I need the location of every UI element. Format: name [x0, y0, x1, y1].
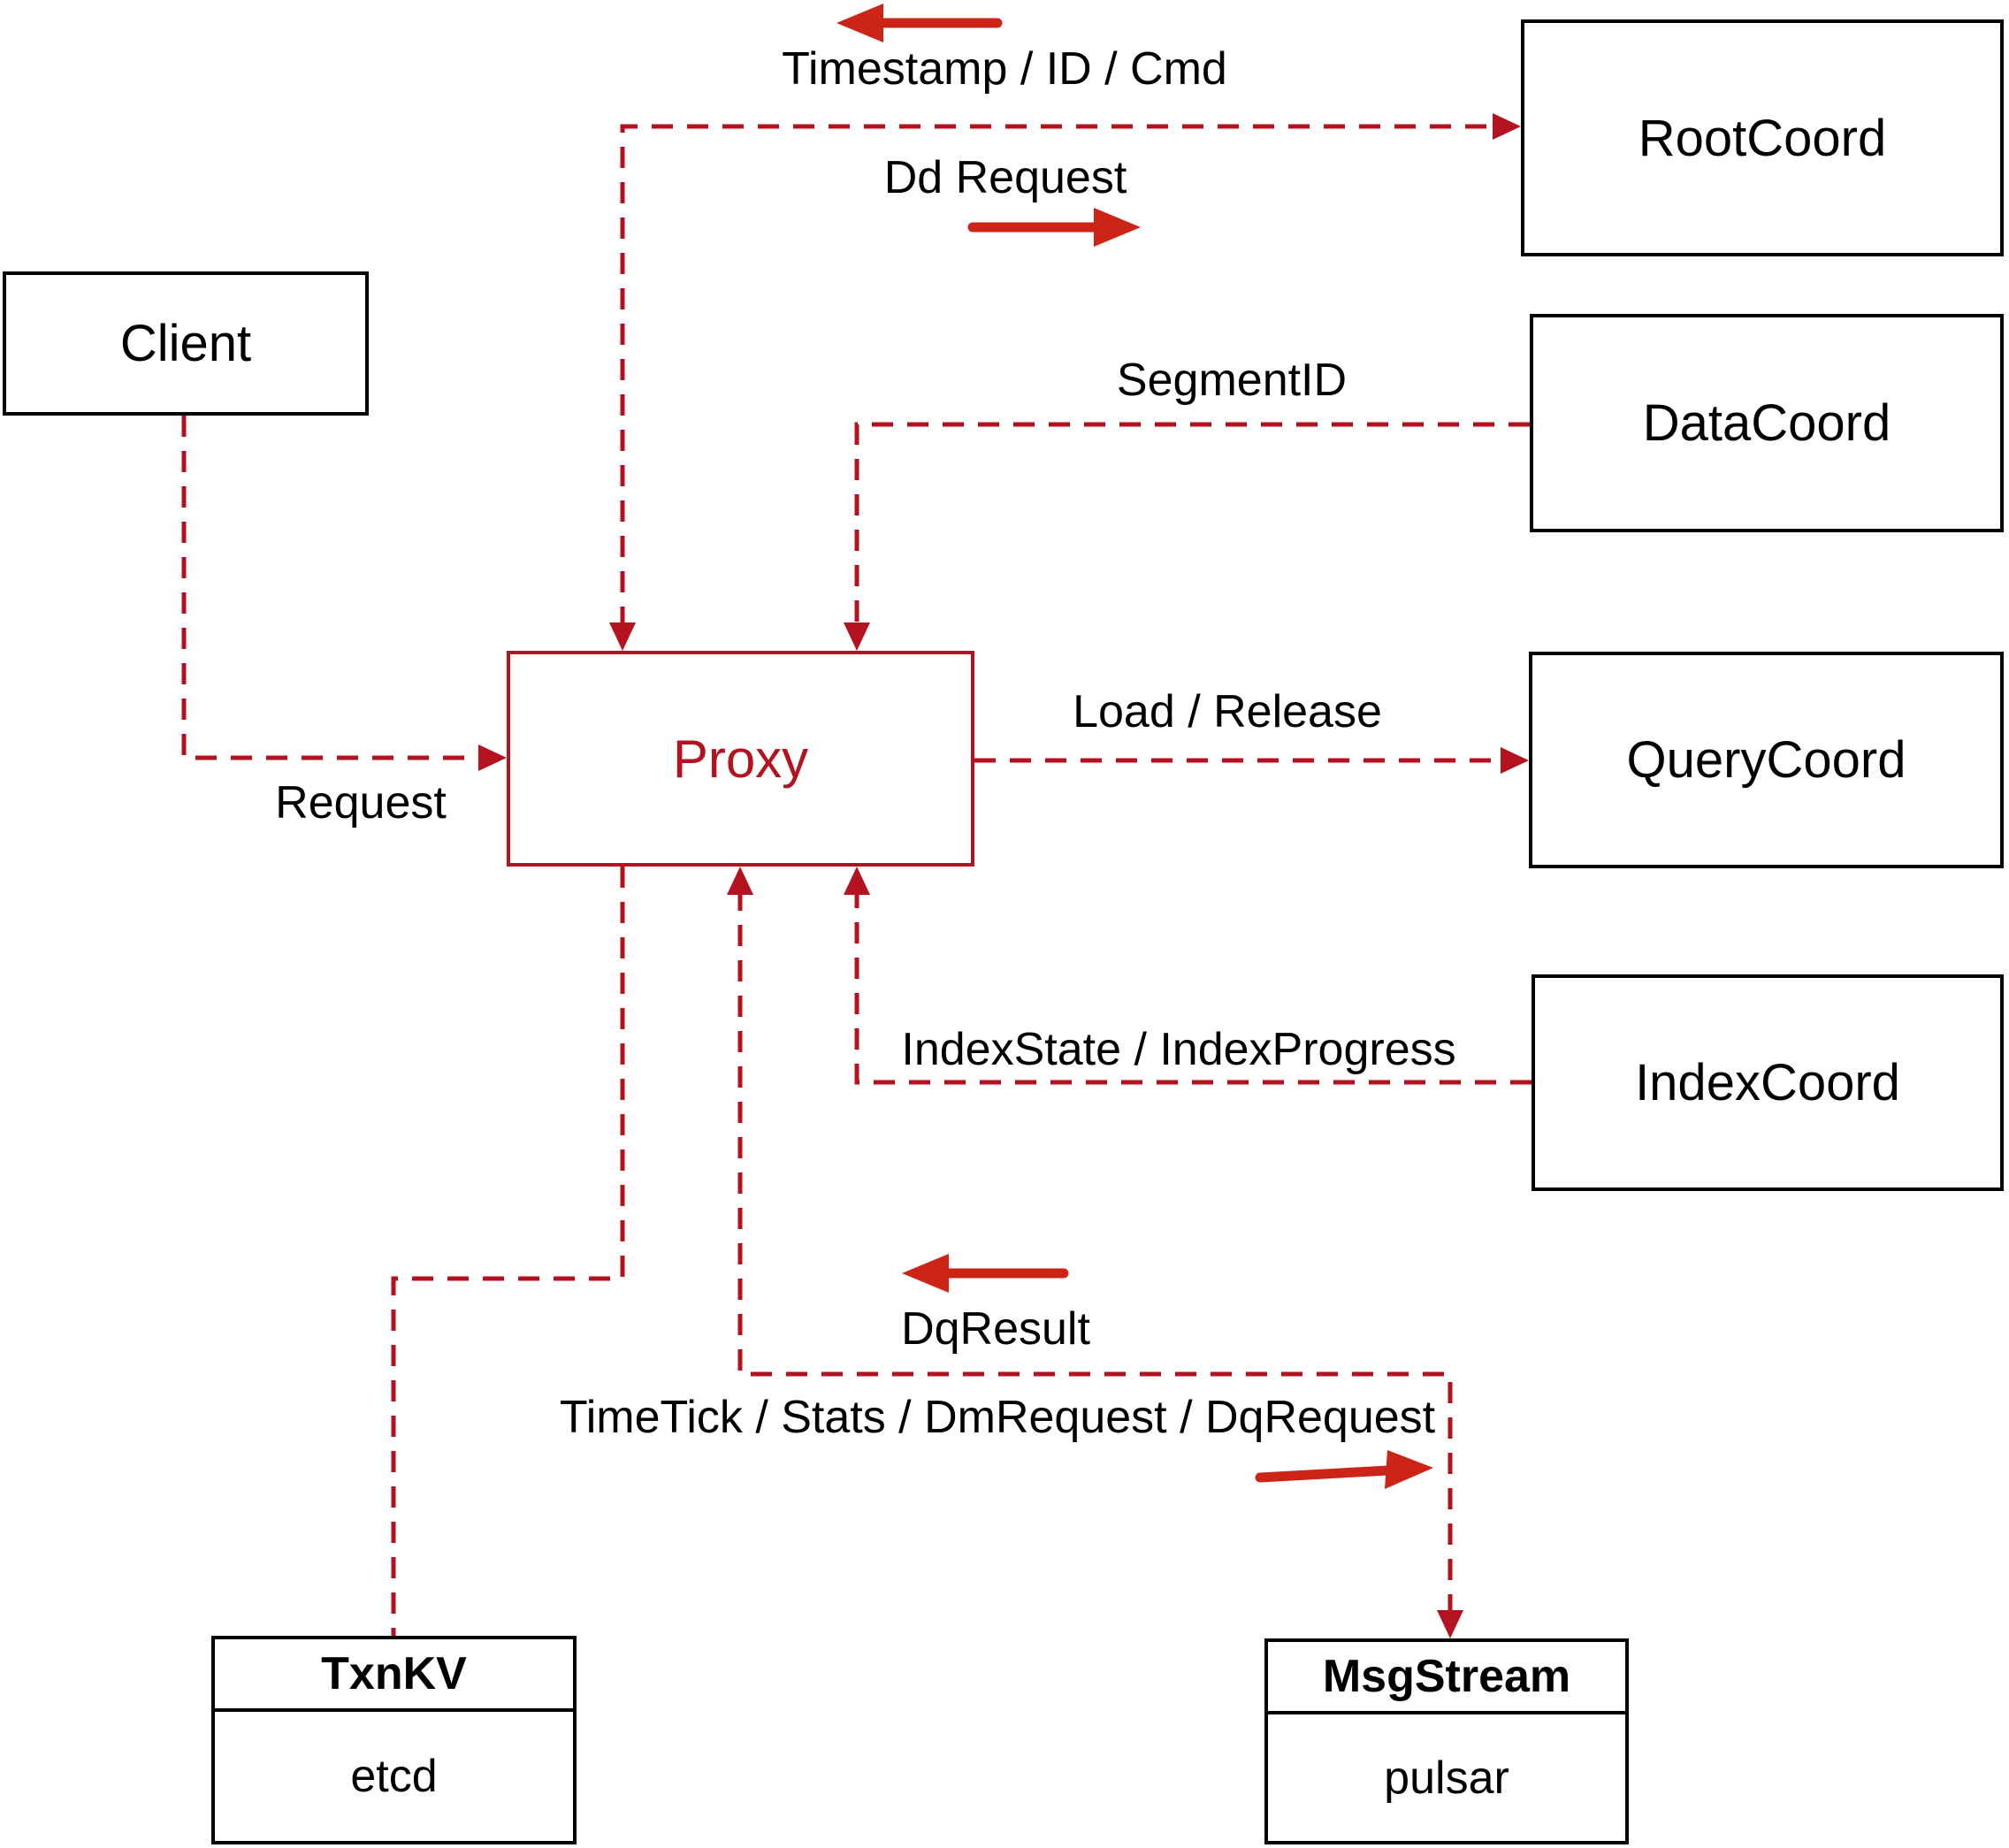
edge-label-timetick-stats: TimeTick / Stats / DmRequest / DqRequest — [559, 1392, 1436, 1443]
node-msgstream-impl: pulsar — [1384, 1752, 1509, 1804]
node-client-label: Client — [119, 315, 252, 372]
dd-request-direction-arrow-icon — [967, 208, 1141, 247]
node-proxy-label: Proxy — [672, 729, 809, 789]
edge-label-load-release: Load / Release — [1073, 686, 1382, 737]
edge-label-timestamp-id-cmd: Timestamp / ID / Cmd — [782, 43, 1227, 95]
edge-label-segment-id: SegmentID — [1116, 355, 1348, 406]
arrowhead-proxy-top-right-icon — [844, 622, 870, 651]
edge-label-index-state-progress: IndexState / IndexProgress — [901, 1024, 1456, 1075]
node-datacoord-label: DataCoord — [1642, 394, 1891, 452]
edge-label-dq-result: DqResult — [901, 1303, 1090, 1355]
arrowhead-proxy-bottom-left-icon — [727, 867, 753, 895]
edge-proxy-txnkv — [391, 867, 625, 1636]
node-txnkv-impl: etcd — [350, 1751, 438, 1802]
dq-result-direction-arrow-icon — [902, 1254, 1069, 1293]
timestamp-direction-arrow-icon — [836, 4, 1003, 42]
node-rootcoord: RootCoord — [1521, 19, 2004, 256]
node-datacoord: DataCoord — [1530, 314, 2004, 532]
node-querycoord-label: QueryCoord — [1626, 731, 1906, 789]
node-txnkv-title: TxnKV — [215, 1639, 573, 1712]
node-client: Client — [3, 271, 369, 416]
arrowhead-proxy-top-left-icon — [609, 622, 636, 651]
edge-proxy-msgstream — [737, 890, 1453, 1615]
arrowhead-querycoord-icon — [1501, 747, 1529, 774]
edge-client-proxy — [181, 416, 484, 760]
arrowhead-proxy-bottom-right-icon — [844, 867, 870, 895]
edge-proxy-rootcoord — [620, 124, 1498, 628]
edge-label-request: Request — [275, 777, 447, 829]
edge-indexcoord-proxy — [854, 890, 1532, 1085]
arrowhead-rootcoord-icon — [1493, 113, 1521, 140]
edge-datacoord-proxy — [854, 422, 1530, 628]
node-indexcoord-label: IndexCoord — [1635, 1054, 1900, 1111]
arrowhead-proxy-left-icon — [478, 745, 507, 771]
node-querycoord: QueryCoord — [1529, 652, 2004, 868]
edge-label-dd-request: Dd Request — [883, 152, 1127, 203]
node-msgstream-title: MsgStream — [1268, 1642, 1625, 1714]
node-rootcoord-label: RootCoord — [1638, 109, 1887, 167]
arrowhead-msgstream-icon — [1437, 1610, 1463, 1638]
node-proxy: Proxy — [507, 651, 974, 867]
node-indexcoord: IndexCoord — [1532, 974, 2004, 1191]
node-msgstream: MsgStream pulsar — [1264, 1638, 1629, 1844]
node-txnkv: TxnKV etcd — [211, 1636, 577, 1844]
dq-request-direction-arrow-icon — [1255, 1450, 1433, 1489]
